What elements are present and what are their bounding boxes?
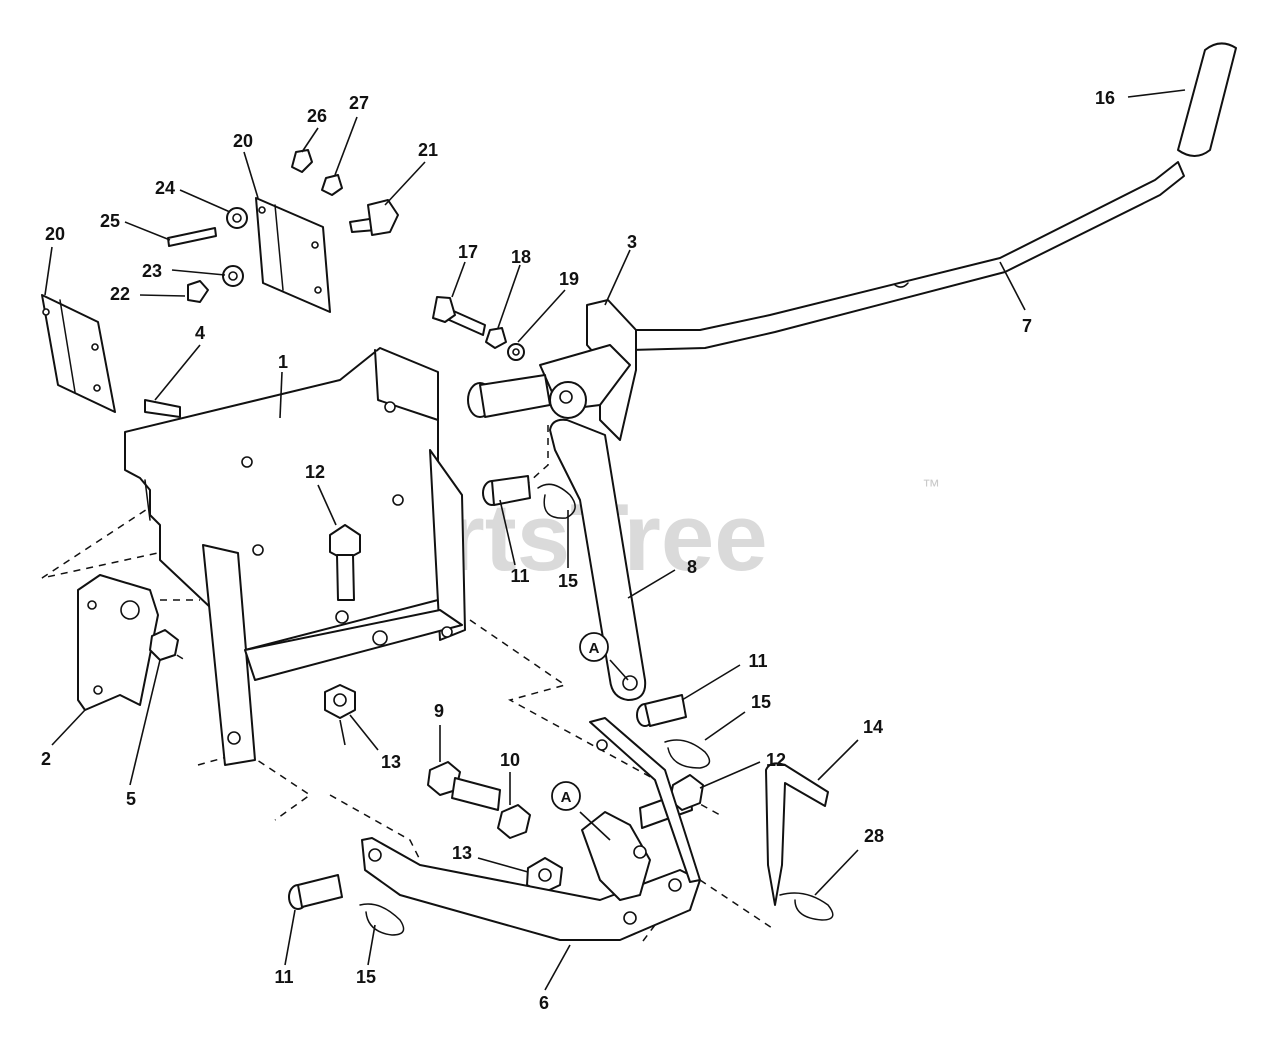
shift-lever [629,42,1237,351]
part-label: 11 [510,566,529,586]
part-label: 28 [864,826,884,846]
mount-plates [41,197,331,413]
watermark-trademark: ™ [922,476,940,496]
callout-a-upper: A [579,632,609,662]
part-label: 19 [559,269,579,289]
part-label: 11 [274,967,293,987]
callout-a-lower: A [551,781,581,811]
part-label: 16 [1095,88,1115,108]
part-label: 15 [751,692,771,712]
callout-a-lower-text: A [561,789,572,806]
part-label: 17 [458,242,478,262]
part-label: 20 [45,224,65,244]
leader-lines [44,89,1186,991]
part-label: 1 [278,352,288,372]
main-bracket [124,347,466,766]
part-label: 20 [233,131,253,151]
part-label: 9 [434,701,444,721]
part-label: 23 [142,261,162,281]
part-label: 10 [500,750,520,770]
fasteners [144,149,834,936]
part-label: 5 [126,789,136,809]
part-label: 25 [100,211,120,231]
part-label: 11 [748,651,767,671]
part-label: 12 [305,462,325,482]
part-label: 24 [155,178,175,198]
part-label: 7 [1022,316,1032,336]
part-label: 4 [195,323,205,343]
part-label: 26 [307,106,327,126]
part-labels: 16 27 26 20 21 24 25 20 23 22 17 18 19 3… [41,88,1115,1013]
part-label: 15 [558,571,578,591]
part-label: 27 [349,93,369,113]
part-label: 13 [381,752,401,772]
part-label: 3 [627,232,637,252]
part-label: 22 [110,284,130,304]
part-label: 14 [863,717,883,737]
part-label: 6 [539,993,549,1013]
part-label: 18 [511,247,531,267]
part-label: 15 [356,967,376,987]
part-label: 13 [452,843,472,863]
callout-a-upper-text: A [589,640,600,657]
lock-pin [765,762,829,906]
part-label: 12 [766,750,786,770]
pivot-assembly [467,344,631,419]
side-bracket [77,574,159,711]
part-label: 8 [687,557,697,577]
part-label: 21 [418,140,438,160]
lower-rod [361,717,701,941]
part-label: 2 [41,749,51,769]
